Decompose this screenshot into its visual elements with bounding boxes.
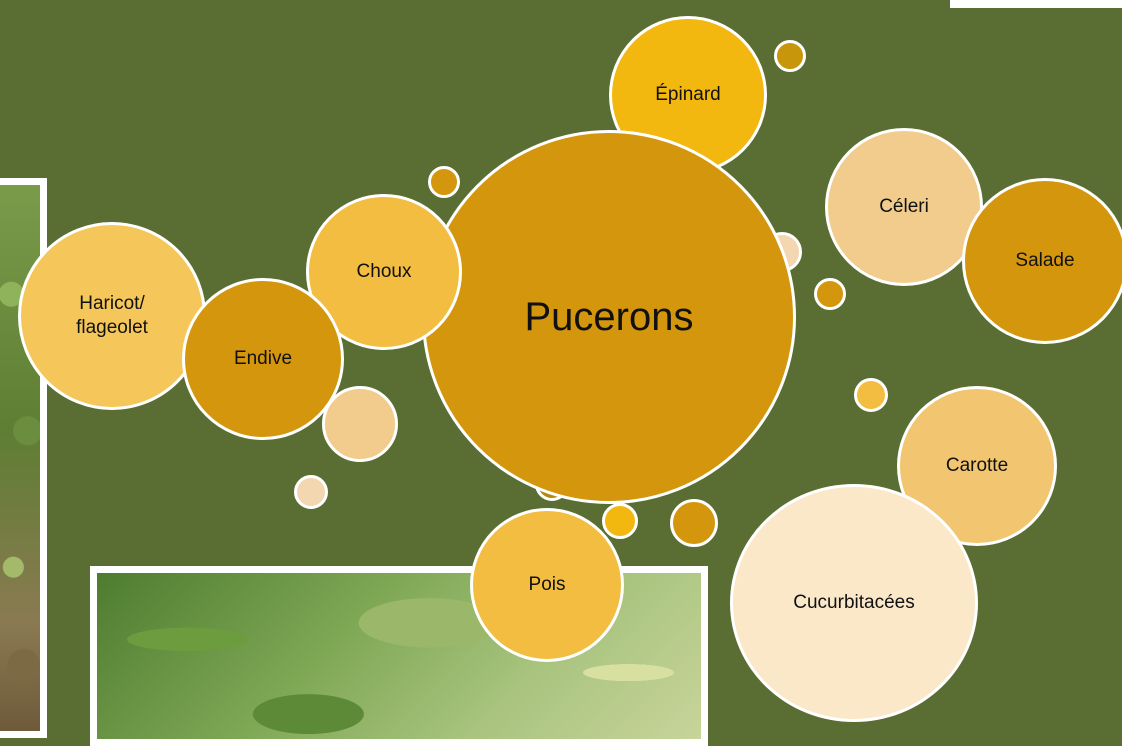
bubble-label: Endive — [234, 347, 292, 371]
bubble-label: Épinard — [655, 83, 721, 107]
bubble-haricot-flageolet: Haricot/ flageolet — [18, 222, 206, 410]
bubble-celeri: Céleri — [825, 128, 983, 286]
bubble-label: Haricot/ flageolet — [76, 292, 148, 340]
bubble-label: Choux — [357, 260, 412, 284]
decor-dot — [670, 499, 718, 547]
decor-dot — [428, 166, 460, 198]
bubble-endive: Endive — [182, 278, 344, 440]
bubble-label: Salade — [1015, 249, 1074, 273]
diagram-canvas: Épinard Pucerons Céleri Salade Choux Har… — [0, 0, 1122, 725]
decor-dot — [814, 278, 846, 310]
bubble-label: Carotte — [946, 454, 1008, 478]
decor-dot — [774, 40, 806, 72]
decor-dot — [602, 503, 638, 539]
bubble-pois: Pois — [470, 508, 624, 662]
bubble-pucerons-center: Pucerons — [422, 130, 796, 504]
bubble-label: Cucurbitacées — [793, 591, 914, 615]
bubble-label: Céleri — [879, 195, 929, 219]
bubble-label: Pois — [529, 573, 566, 597]
decor-dot — [294, 475, 328, 509]
center-label: Pucerons — [525, 292, 694, 342]
bubble-salade: Salade — [962, 178, 1122, 344]
decor-dot — [854, 378, 888, 412]
white-shape — [950, 0, 1122, 8]
bubble-cucurbitacees: Cucurbitacées — [730, 484, 978, 722]
